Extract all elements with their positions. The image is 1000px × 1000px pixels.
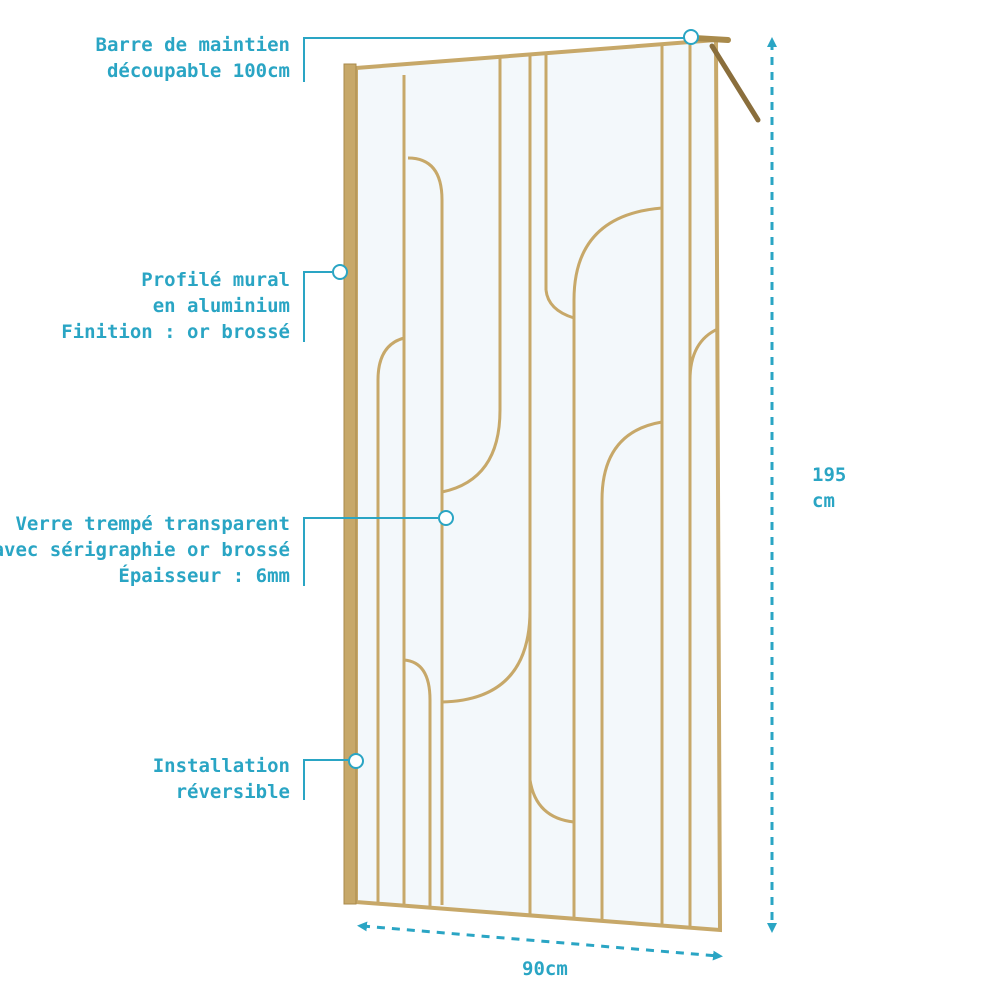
leader-tempered-glass	[303, 517, 438, 586]
height-unit: cm	[812, 490, 835, 512]
height-value: 195	[812, 464, 847, 486]
annotation-line: Épaisseur : 6mm	[118, 565, 290, 587]
annotation-stabilizer-bar: Barre de maintien découpable 100cm	[96, 32, 290, 84]
leader-dot-stabilizer-bar	[683, 29, 699, 45]
annotation-line: avec sérigraphie or brossé	[0, 539, 290, 561]
width-value: 90cm	[522, 958, 568, 980]
pattern-arc	[688, 326, 720, 381]
annotation-line: Verre trempé transparent	[15, 513, 290, 535]
leader-dot-tempered-glass	[438, 510, 454, 526]
annotation-leaders	[303, 29, 699, 800]
pattern-arc	[407, 156, 444, 905]
leader-dot-wall-profile	[332, 264, 348, 280]
pattern-arc	[376, 336, 405, 905]
pattern-arc	[544, 289, 575, 320]
leader-stabilizer-bar	[303, 37, 684, 82]
pattern-arc	[441, 409, 502, 494]
stabilizer-bar	[691, 35, 761, 123]
pattern-arc	[528, 779, 575, 824]
leader-reversible-install	[303, 759, 348, 800]
annotation-line: Finition : or brossé	[61, 321, 290, 343]
annotation-reversible-install: Installation réversible	[153, 753, 290, 805]
wall-profile	[343, 63, 357, 905]
leader-dot-reversible-install	[348, 753, 364, 769]
annotation-wall-profile: Profilé mural en aluminium Finition : or…	[61, 267, 290, 345]
width-dimension-line	[357, 921, 723, 961]
annotation-line: Installation	[152, 755, 290, 777]
annotation-line: Profilé mural	[141, 269, 290, 291]
glass-panel	[356, 40, 720, 930]
width-dimension-label: 90cm	[522, 956, 568, 982]
leader-wall-profile	[303, 271, 332, 342]
annotation-tempered-glass: Verre trempé transparent avec sérigraphi…	[0, 511, 290, 589]
annotation-line: en aluminium	[152, 295, 290, 317]
pattern-arc	[441, 609, 532, 704]
annotation-line: découpable 100cm	[106, 60, 290, 82]
pattern-arc	[572, 206, 663, 301]
annotation-line: réversible	[175, 781, 290, 803]
pattern-arc	[403, 658, 432, 906]
annotation-line: Barre de maintien	[95, 34, 290, 56]
glass-screen-print-pattern	[376, 44, 720, 926]
pattern-arc	[600, 420, 663, 920]
height-dimension-label: 195 cm	[812, 462, 846, 514]
